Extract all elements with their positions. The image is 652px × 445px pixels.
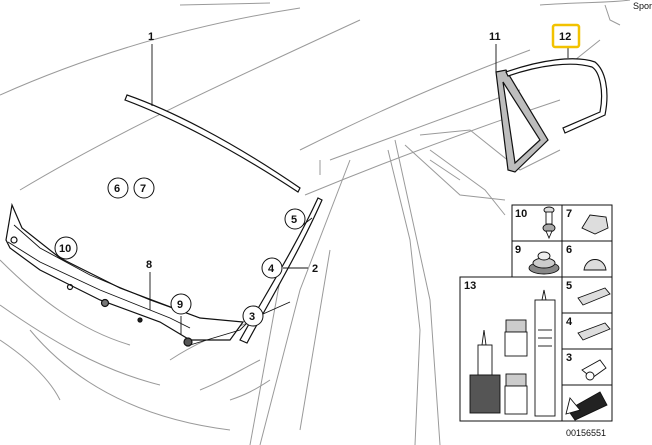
table-label-13: 13 bbox=[464, 280, 476, 292]
svg-text:7: 7 bbox=[140, 183, 146, 195]
callout-12-highlight: 12 bbox=[551, 23, 581, 49]
callout-9-circle: 9 bbox=[170, 293, 192, 315]
part-4-clip-icon bbox=[577, 322, 611, 341]
callout-1: 1 bbox=[148, 31, 154, 43]
table-label-10: 10 bbox=[515, 208, 527, 220]
callout-8: 8 bbox=[146, 259, 152, 271]
window-frame-seal bbox=[505, 58, 608, 134]
svg-text:6: 6 bbox=[114, 183, 120, 195]
quarter-window-seal bbox=[495, 69, 549, 173]
callout-labels: 1 8 11 2 12 6 7 10 9 5 4 bbox=[54, 1, 652, 327]
part-9-grommet-icon bbox=[528, 251, 560, 275]
part-3-clip-icon bbox=[581, 359, 607, 381]
part-5-clip-icon bbox=[577, 287, 611, 306]
cowl-panel bbox=[5, 202, 249, 347]
table-label-7: 7 bbox=[566, 208, 572, 220]
callout-4-circle: 4 bbox=[261, 257, 283, 279]
svg-text:3: 3 bbox=[249, 311, 255, 323]
table-label-6: 6 bbox=[566, 244, 572, 256]
callout-6-circle: 6 bbox=[107, 177, 129, 199]
svg-text:4: 4 bbox=[268, 263, 275, 275]
callout-2: 2 bbox=[312, 263, 318, 275]
svg-text:5: 5 bbox=[291, 214, 297, 226]
svg-text:9: 9 bbox=[177, 299, 183, 311]
callout-10-circle: 10 bbox=[54, 236, 78, 260]
callout-7-circle: 7 bbox=[133, 177, 155, 199]
part-10-clip-icon bbox=[542, 206, 556, 240]
table-label-3: 3 bbox=[566, 352, 572, 364]
callout-11: 11 bbox=[489, 31, 501, 43]
svg-text:10: 10 bbox=[59, 243, 71, 255]
svg-text:12: 12 bbox=[559, 31, 571, 43]
part-13-adhesive-kit-icon bbox=[469, 289, 556, 417]
corner-text: Spor bbox=[633, 1, 652, 11]
parts-table: 10 7 9 6 13 5 4 3 bbox=[459, 204, 613, 438]
table-label-9: 9 bbox=[515, 244, 521, 256]
arrow-icon bbox=[565, 391, 608, 421]
windshield-upper-seal bbox=[124, 94, 301, 193]
leader-lines bbox=[149, 44, 569, 335]
part-7-pad-icon bbox=[581, 214, 609, 235]
callout-5-circle: 5 bbox=[284, 208, 306, 230]
table-label-4: 4 bbox=[566, 316, 573, 328]
drawing-number: 00156551 bbox=[566, 428, 606, 438]
table-label-5: 5 bbox=[566, 280, 572, 292]
callout-3-circle: 3 bbox=[242, 305, 264, 327]
part-6-cap-icon bbox=[583, 259, 607, 271]
